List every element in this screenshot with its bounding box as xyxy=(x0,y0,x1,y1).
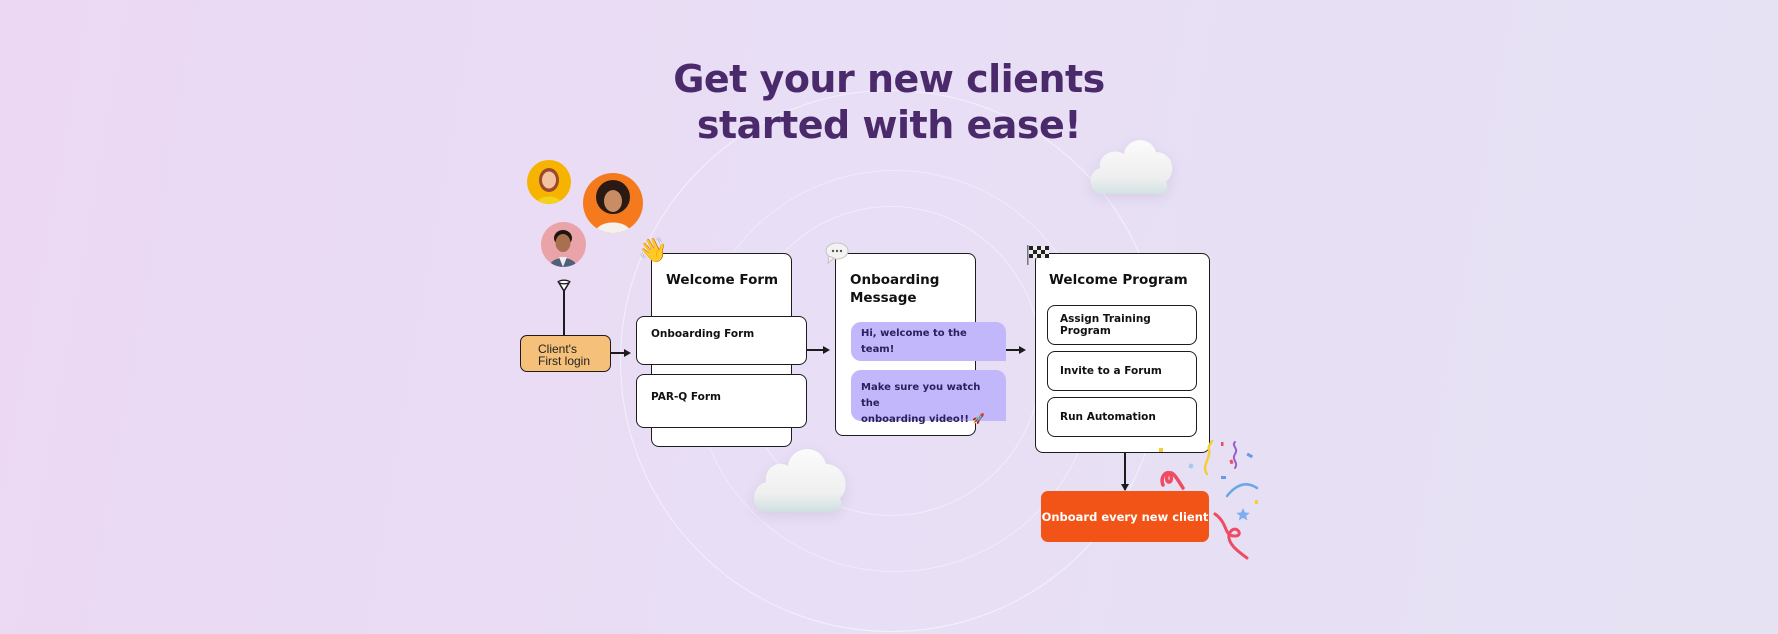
cloud-icon xyxy=(1090,140,1173,194)
connector-line xyxy=(611,352,625,354)
arrow-right-icon xyxy=(1019,346,1026,354)
assign-training-program-item[interactable]: Assign Training Program xyxy=(1047,305,1197,345)
speech-bubble-icon xyxy=(825,242,849,264)
headline-line-1: Get your new clients xyxy=(673,57,1105,101)
welcome-form-title: Welcome Form xyxy=(666,272,779,288)
trigger-label-line-2: First login xyxy=(538,354,591,368)
arrow-down-icon xyxy=(1121,484,1129,491)
arrow-right-icon xyxy=(624,349,631,357)
par-q-form-item[interactable]: PAR-Q Form xyxy=(636,374,807,428)
message-bubble: Hi, welcome to the team! xyxy=(851,322,1006,361)
invite-to-forum-item[interactable]: Invite to a Forum xyxy=(1047,351,1197,391)
cloud-icon xyxy=(754,449,846,512)
confetti-icon xyxy=(1159,440,1259,560)
message-bubble: Make sure you watch the onboarding video… xyxy=(851,370,1006,425)
client-first-login-trigger[interactable]: Client's First login xyxy=(520,335,611,372)
checkered-flag-icon xyxy=(1027,245,1049,265)
connector-line xyxy=(807,349,824,351)
person-icon xyxy=(549,230,577,267)
headline-line-2: started with ease! xyxy=(696,103,1082,147)
onboarding-form-item[interactable]: Onboarding Form xyxy=(636,316,807,365)
waving-hand-icon: 👋 xyxy=(638,237,668,264)
trigger-funnel-icon xyxy=(557,279,571,293)
trigger-label-line-1: Client's xyxy=(538,342,577,356)
welcome-program-title: Welcome Program xyxy=(1049,272,1188,288)
client-avatar-man-orange xyxy=(583,173,643,233)
connector-line xyxy=(1006,349,1020,351)
person-icon xyxy=(595,180,631,233)
arrow-right-icon xyxy=(823,346,830,354)
run-automation-item[interactable]: Run Automation xyxy=(1047,397,1197,437)
onboard-every-new-client-button[interactable]: Onboard every new client xyxy=(1041,491,1209,542)
client-avatar-woman-yellow xyxy=(527,160,571,204)
person-icon xyxy=(537,168,561,204)
connector-line xyxy=(563,291,565,336)
connector-line xyxy=(1124,453,1126,490)
onboarding-message-title: Onboarding Message xyxy=(850,272,940,306)
client-avatar-man-pink xyxy=(541,222,586,267)
page-headline: Get your new clients started with ease! xyxy=(0,56,1778,148)
